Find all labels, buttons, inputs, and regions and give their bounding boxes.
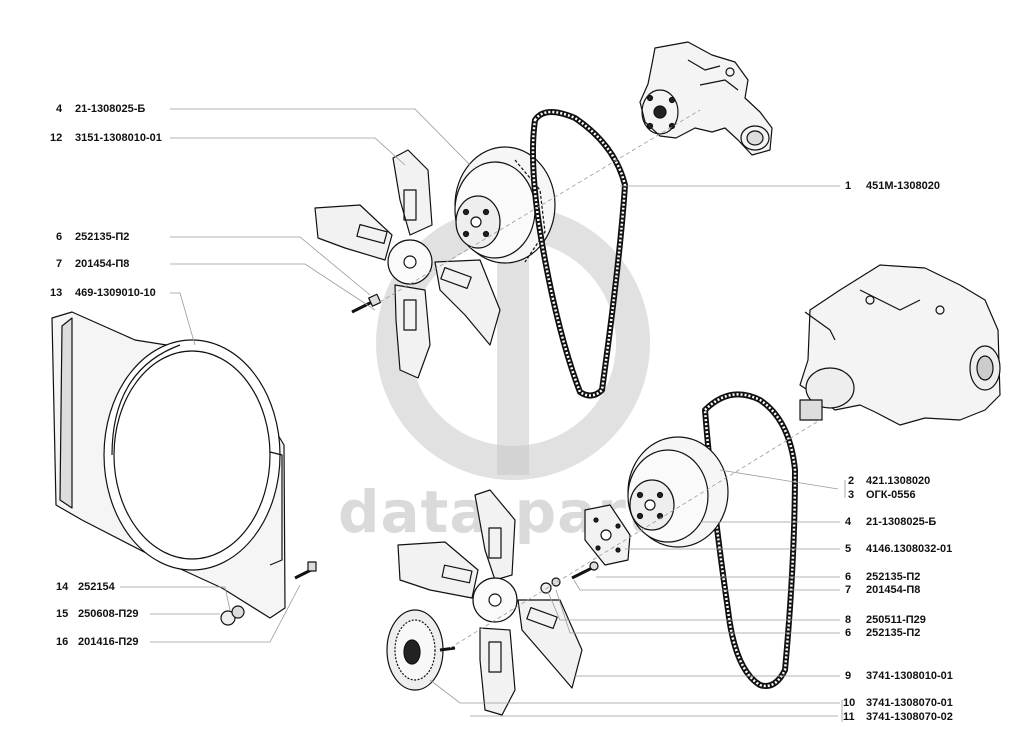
callout-left-2-num: 12 [50,132,63,144]
callout-right-7-num: 7 [845,584,852,596]
callout-right-1-num: 1 [845,180,852,192]
callout-left-6-code: 252154 [78,581,115,593]
callout-left-5-num: 13 [50,287,63,299]
callout-right-3-code: ОГК-0556 [866,489,916,501]
callout-left-4-num: 7 [56,258,63,270]
callout-right-8-code: 250511-П29 [866,614,926,626]
callout-left-1-num: 4 [56,103,63,115]
viscous-coupling [386,609,456,691]
callout-left-4-code: 201454-П8 [75,258,130,270]
bolt-lower [540,561,599,594]
belt-lower [702,391,798,689]
callout-right-12-num: 11 [843,711,855,723]
callout-left-3-code: 252135-П2 [75,231,130,243]
callout-left-6-num: 14 [56,581,69,593]
callout-right-4-num: 4 [845,516,852,528]
pulley-upper [454,146,556,264]
callout-right-10-code: 3741-1308010-01 [866,670,953,682]
callout-left-7-num: 15 [56,608,69,620]
callout-right-3-num: 3 [848,489,855,501]
callout-right-2-code: 421.1308020 [866,475,931,487]
callout-right-9-code: 252135-П2 [866,627,921,639]
callout-right-5-code: 4146.1308032-01 [866,543,953,555]
callout-right-5-num: 5 [845,543,852,555]
callout-right-2-num: 2 [848,475,855,487]
callout-left-8-num: 16 [56,636,69,648]
callout-right-11-code: 3741-1308070-01 [866,697,953,709]
callout-left-5-code: 469-1309010-10 [75,287,156,299]
water-pump-upper [639,41,773,156]
callout-right-11-num: 10 [843,697,856,709]
callout-left-8-code: 201416-П29 [78,636,139,648]
fan-shroud [51,311,286,619]
callout-left-3-num: 6 [56,231,63,243]
leader-lines [120,108,846,722]
fan-upper [314,149,501,379]
callout-left-7-code: 250608-П29 [78,608,139,620]
callout-right-6-num: 6 [845,571,852,583]
callout-right-12-code: 3741-1308070-02 [866,711,953,723]
belt-upper [530,109,628,399]
callout-right-7-code: 201454-П8 [866,584,921,596]
pulley-lower [627,436,729,548]
water-pump-lower [799,264,1001,426]
callout-right-9-num: 6 [845,627,852,639]
callout-left-1-code: 21-1308025-Б [75,103,146,115]
callout-right-8-num: 8 [845,614,852,626]
spacer-plate [584,504,631,566]
callout-right-1-code: 451М-1308020 [866,180,941,192]
shroud-fasteners [220,561,317,626]
callout-right-4-code: 21-1308025-Б [866,516,937,528]
callout-left-2-code: 3151-1308010-01 [75,132,162,144]
bolt-upper [351,293,382,314]
callout-right-10-num: 9 [845,670,852,682]
callout-right-6-code: 252135-П2 [866,571,921,583]
